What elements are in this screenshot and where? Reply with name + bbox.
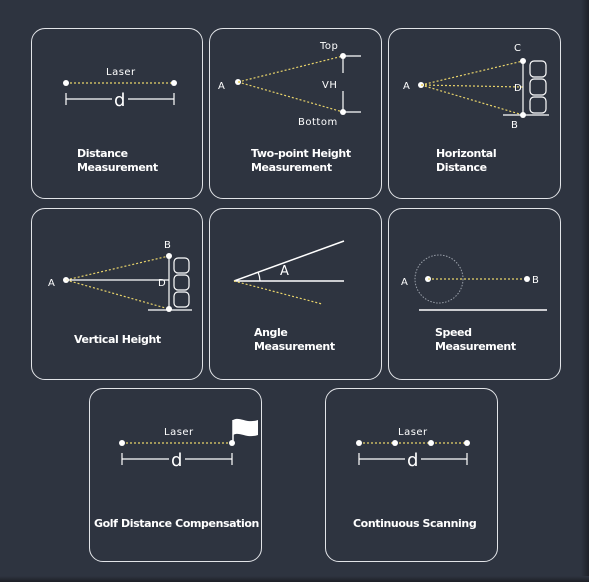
d-label: d: [407, 450, 418, 471]
speed-diagram: A B: [401, 254, 547, 311]
title-line-2: Measurement: [251, 161, 332, 174]
card-title: Continuous Scanning: [353, 517, 477, 531]
angle-a-label: A: [280, 264, 289, 279]
card-distance-measurement[interactable]: Laser d Distance Measurement: [31, 28, 203, 199]
card-angle-measurement[interactable]: A Angle Measurement: [209, 208, 382, 380]
vertical-height-diagram: A B D: [48, 240, 192, 312]
right-edge-shadow: [581, 0, 589, 582]
top-label: Top: [319, 41, 338, 52]
title-line-1: Vertical Height: [74, 333, 161, 346]
card-title: Angle Measurement: [254, 326, 335, 354]
horizontal-distance-diagram: A C D B: [403, 43, 549, 131]
distance-diagram: Laser d: [63, 67, 177, 111]
laser-label: Laser: [106, 67, 136, 78]
card-title: Horizontal Distance: [436, 147, 497, 175]
d-label: D: [158, 278, 166, 289]
title-line-2: Measurement: [435, 340, 516, 353]
angle-diagram: A: [233, 240, 345, 305]
card-title: Two-point Height Measurement: [251, 147, 351, 175]
title-line-1: Two-point Height: [251, 147, 351, 160]
title-line-1: Distance: [77, 147, 128, 160]
title-line-2: Measurement: [77, 161, 158, 174]
card-title: Vertical Height: [74, 333, 161, 347]
title-line-1: Angle: [254, 326, 288, 339]
card-two-point-height[interactable]: A Top VH Bottom Two-point Height Measure…: [209, 28, 382, 199]
b-label: B: [164, 240, 171, 251]
title-line-2: Distance: [436, 161, 487, 174]
title-line-1: Speed: [435, 326, 472, 339]
continuous-scanning-diagram: Laser d: [356, 427, 470, 471]
card-title: Golf Distance Compensation: [94, 517, 259, 531]
card-speed-measurement[interactable]: A B Speed Measurement: [388, 208, 561, 380]
card-golf-distance[interactable]: Laser d Golf Distance Compensation: [89, 388, 262, 562]
a-label: A: [48, 278, 55, 289]
d-label: D: [514, 83, 522, 94]
a-label: A: [403, 81, 410, 92]
title-line-1: Golf Distance Compensation: [94, 517, 259, 530]
laser-label: Laser: [398, 427, 428, 438]
card-horizontal-distance[interactable]: A C D B Horizontal Distance: [388, 28, 561, 199]
d-label: d: [171, 450, 182, 471]
bottom-label: Bottom: [298, 117, 338, 128]
title-line-1: Horizontal: [436, 147, 497, 160]
card-vertical-height[interactable]: A B D Vertical Height: [31, 208, 203, 380]
a-label: A: [401, 277, 408, 288]
title-line-1: Continuous Scanning: [353, 517, 477, 530]
d-label: d: [114, 90, 125, 111]
b-label: B: [532, 275, 539, 286]
laser-label: Laser: [164, 427, 194, 438]
c-label: C: [514, 43, 521, 54]
vh-label: VH: [322, 80, 337, 91]
point-a-label: A: [218, 81, 225, 92]
card-continuous-scanning[interactable]: Laser d Continuous Scanning: [325, 388, 498, 562]
bottom-edge-shadow: [0, 576, 589, 582]
golf-diagram: Laser d: [119, 418, 258, 471]
card-title: Distance Measurement: [77, 147, 158, 175]
card-title: Speed Measurement: [435, 326, 516, 354]
title-line-2: Measurement: [254, 340, 335, 353]
b-label: B: [511, 120, 518, 131]
golf-flag-icon: [233, 418, 258, 437]
two-point-height-diagram: A Top VH Bottom: [218, 41, 361, 128]
